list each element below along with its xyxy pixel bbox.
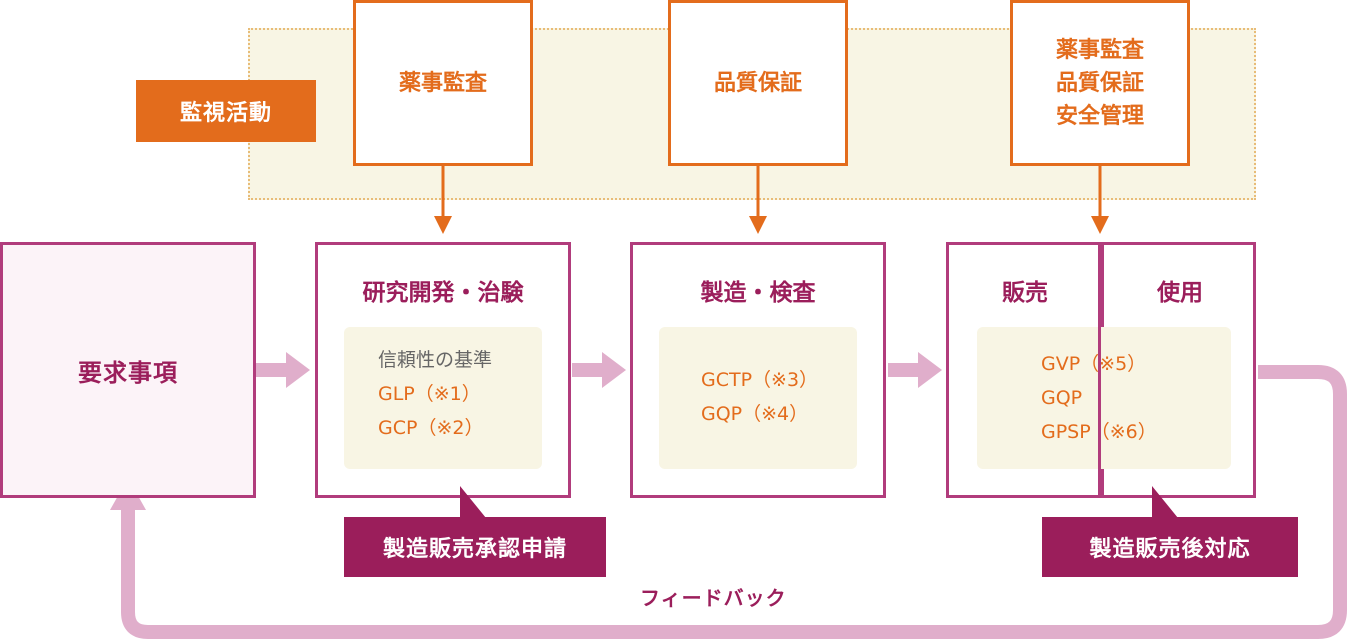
down-arrow-1 xyxy=(434,166,452,234)
rd-standards-panel: 信頼性の基準 GLP（※1） GCP（※2） xyxy=(344,327,542,469)
rd-standards-subtitle: 信頼性の基準 xyxy=(378,349,493,371)
approval-application-callout: 製造販売承認申請 xyxy=(344,517,606,577)
monitor-box-combined: 薬事監査 品質保証 安全管理 xyxy=(1010,0,1190,166)
feedback-label: フィードバック xyxy=(640,586,787,610)
post-marketing-pointer xyxy=(1152,486,1178,518)
sales-use-box: 販売 使用 GVP（※5） GQP GPSP（※6） xyxy=(946,242,1256,498)
manufacturing-title: 製造・検査 xyxy=(700,280,816,306)
requirements-box: 要求事項 xyxy=(0,242,256,498)
sales-use-standards-panel: GVP（※5） GQP GPSP（※6） xyxy=(977,327,1231,469)
use-title: 使用 xyxy=(1157,280,1203,306)
rd-clinical-title: 研究開発・治験 xyxy=(362,280,524,306)
flow-arrow-1 xyxy=(256,352,310,388)
feedback-loop xyxy=(121,365,1347,639)
monitor-box-regulatory-audit: 薬事監査 xyxy=(353,0,533,166)
manufacturing-standards-panel: GCTP（※3） GQP（※4） xyxy=(659,327,857,469)
monitor-box-line: 安全管理 xyxy=(1055,103,1144,129)
standard-item: GQP xyxy=(1041,387,1083,409)
monitor-box-quality-assurance: 品質保証 xyxy=(668,0,848,166)
monitor-box-line: 薬事監査 xyxy=(1055,37,1144,63)
standard-item: GCP（※2） xyxy=(378,417,484,439)
monitoring-label: 監視活動 xyxy=(136,80,316,142)
standard-item: GCTP（※3） xyxy=(701,369,819,391)
sales-use-divider-overlay xyxy=(1098,242,1101,498)
standard-item: GVP（※5） xyxy=(1041,353,1147,375)
monitor-box-line: 品質保証 xyxy=(1055,70,1144,96)
standard-item: GLP（※1） xyxy=(378,383,481,405)
monitor-box-line: 薬事監査 xyxy=(398,70,487,96)
down-arrow-2 xyxy=(749,166,767,234)
approval-pointer xyxy=(460,486,486,518)
flow-arrow-2 xyxy=(572,352,626,388)
sales-title: 販売 xyxy=(1002,280,1048,306)
post-marketing-callout: 製造販売後対応 xyxy=(1042,517,1298,577)
manufacturing-inspection-box: 製造・検査 GCTP（※3） GQP（※4） xyxy=(630,242,886,498)
flow-arrow-3 xyxy=(888,352,942,388)
rd-clinical-box: 研究開発・治験 信頼性の基準 GLP（※1） GCP（※2） xyxy=(315,242,571,498)
down-arrow-3 xyxy=(1091,166,1109,234)
monitor-box-line: 品質保証 xyxy=(713,70,802,96)
standard-item: GQP（※4） xyxy=(701,403,809,425)
